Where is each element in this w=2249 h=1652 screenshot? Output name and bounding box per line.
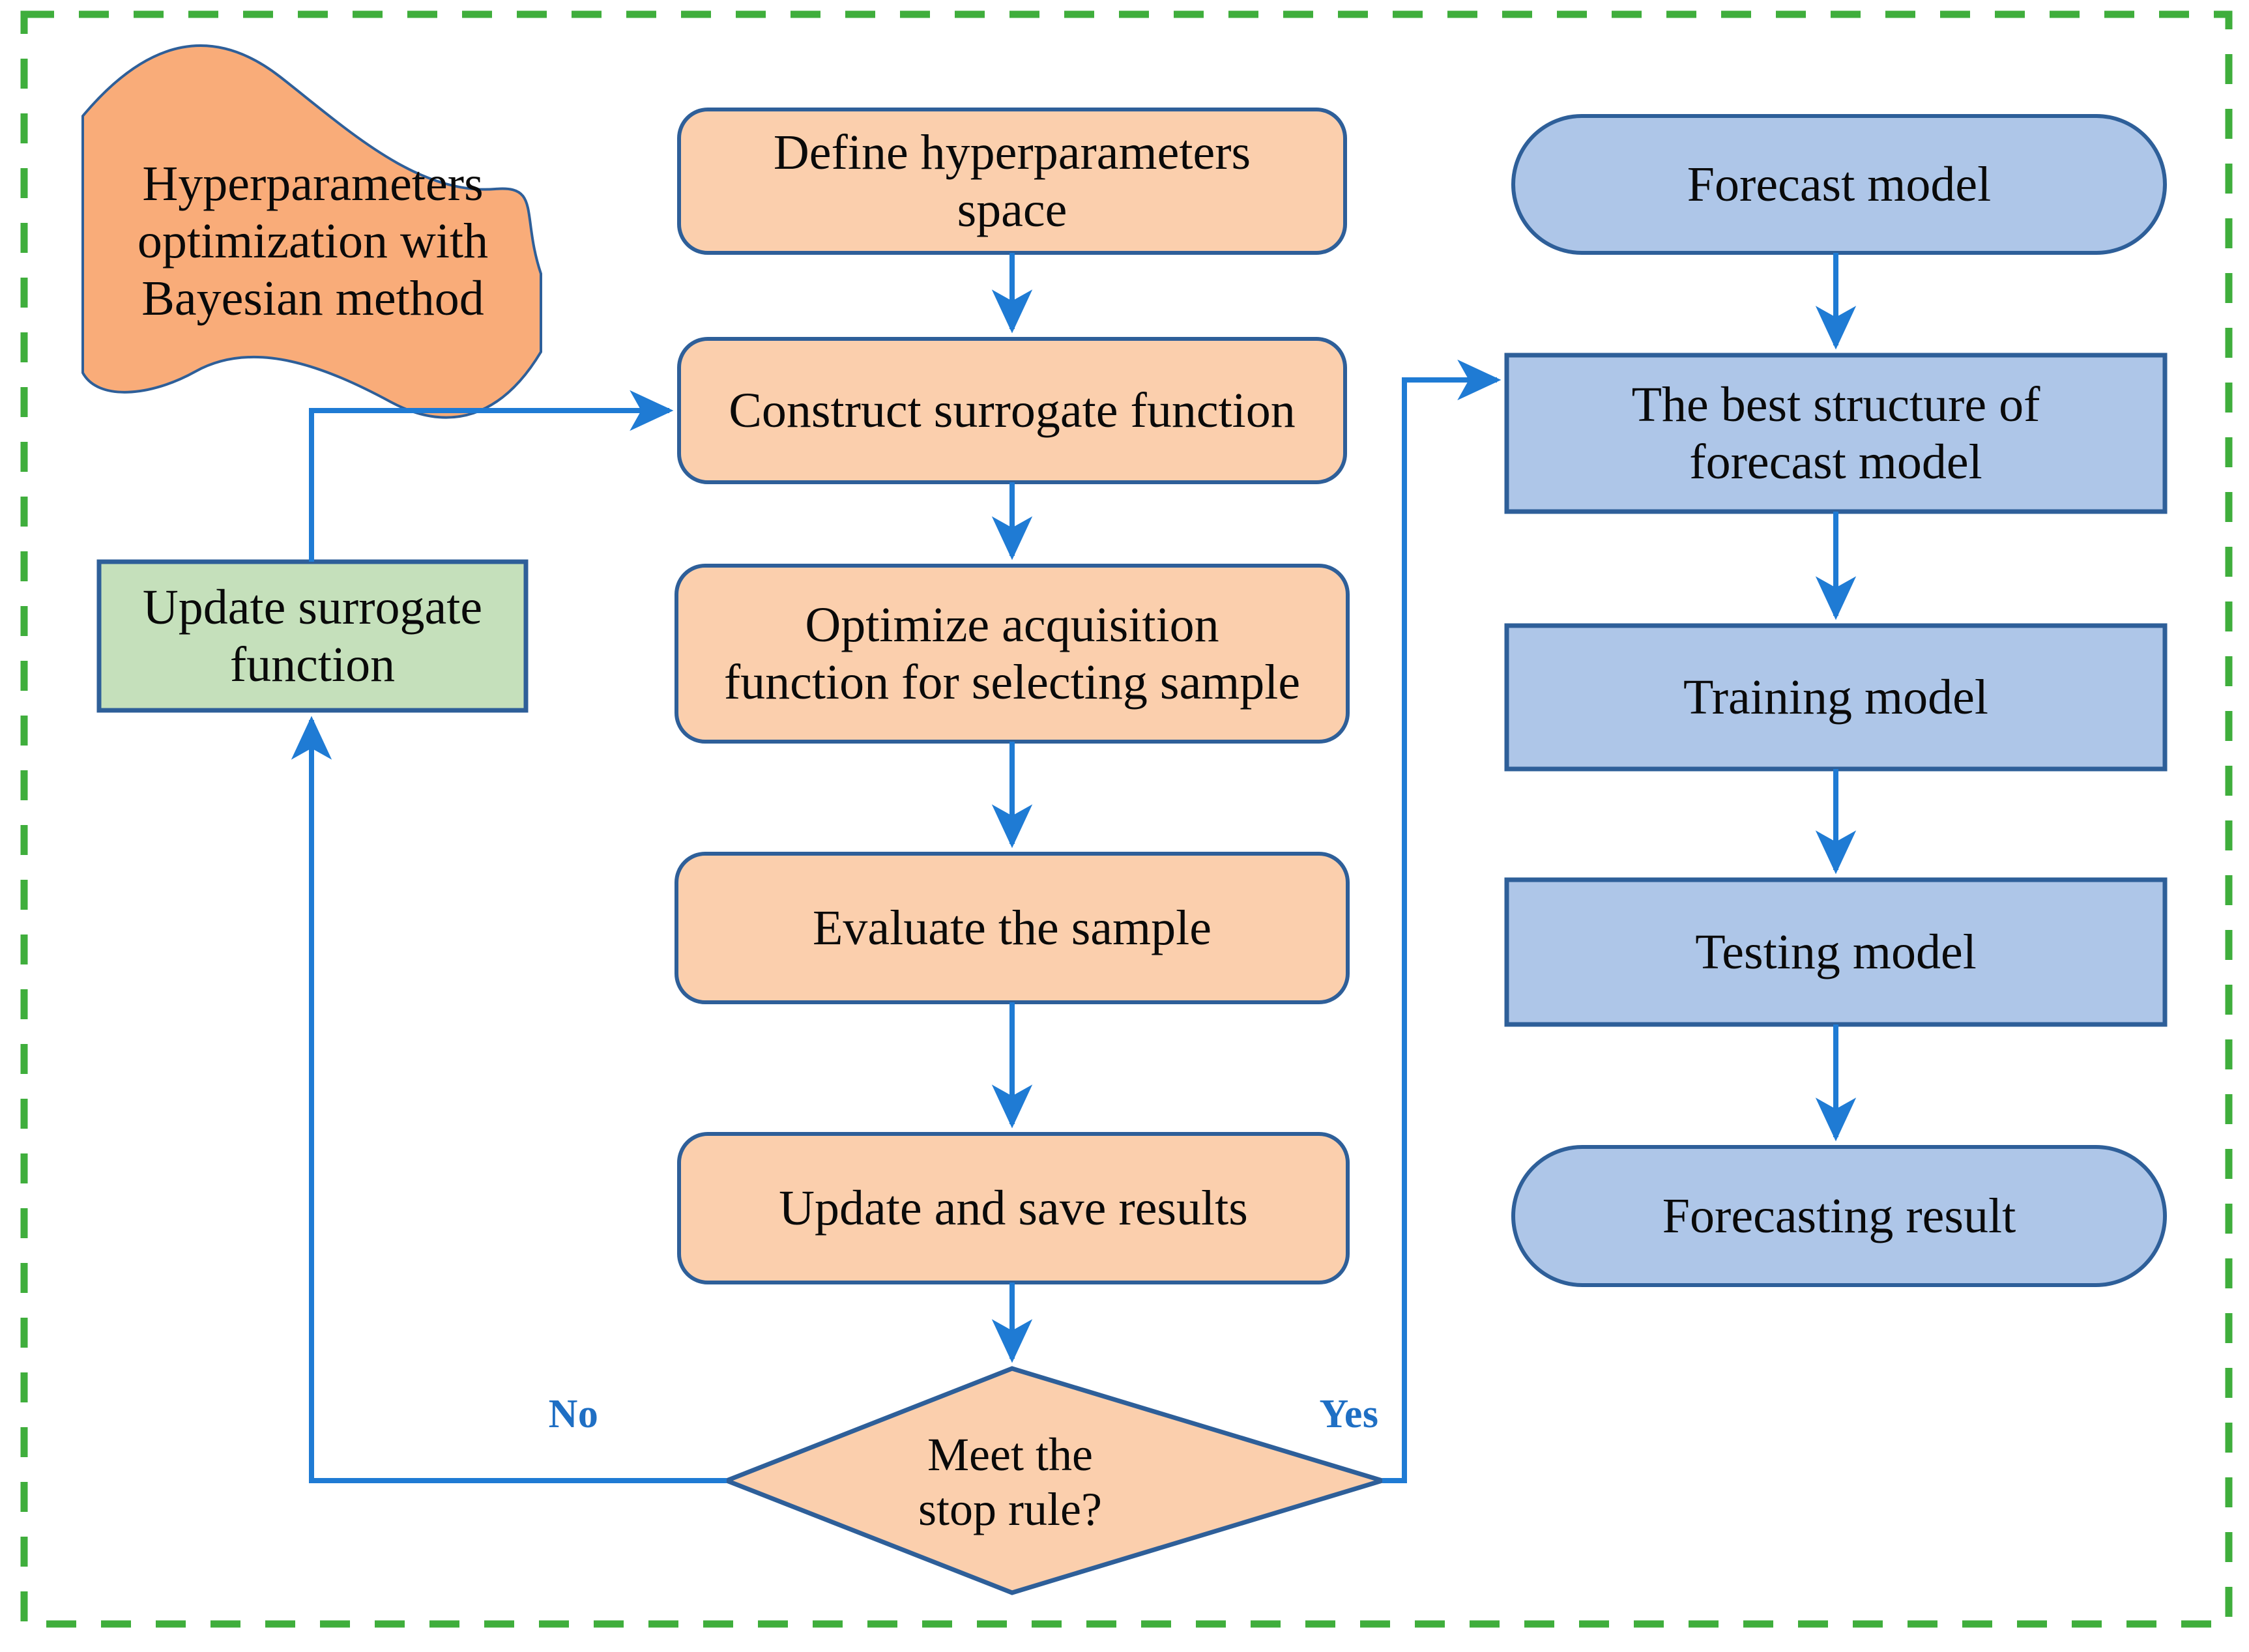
node-construct-shape[interactable] <box>677 337 1347 484</box>
node-evaluate-shape[interactable] <box>675 852 1350 1004</box>
node-updatesave-shape[interactable] <box>677 1132 1350 1284</box>
node-training-shape[interactable] <box>1504 623 2168 772</box>
node-optimize-shape[interactable] <box>675 564 1350 744</box>
edge-decision-yes-to-beststruct <box>1382 359 1502 1483</box>
node-beststruct-shape[interactable] <box>1504 353 2168 514</box>
edge-label-yes: Yes <box>1319 1391 1379 1436</box>
edge-label-no: No <box>548 1391 599 1436</box>
node-define-shape[interactable] <box>677 108 1347 255</box>
node-decision-shape[interactable] <box>720 1366 1391 1595</box>
node-testing-shape[interactable] <box>1504 877 2168 1027</box>
node-wave-shape[interactable] <box>81 44 542 419</box>
edge-updatesurr-to-construct <box>309 390 674 562</box>
edge-decision-no-to-updatesurr <box>291 716 727 1483</box>
dashed-frame <box>20 10 2233 1628</box>
node-result-shape[interactable] <box>1511 1145 2167 1287</box>
node-forecast-shape[interactable] <box>1511 114 2167 255</box>
node-updatesurr-shape[interactable] <box>96 559 529 713</box>
